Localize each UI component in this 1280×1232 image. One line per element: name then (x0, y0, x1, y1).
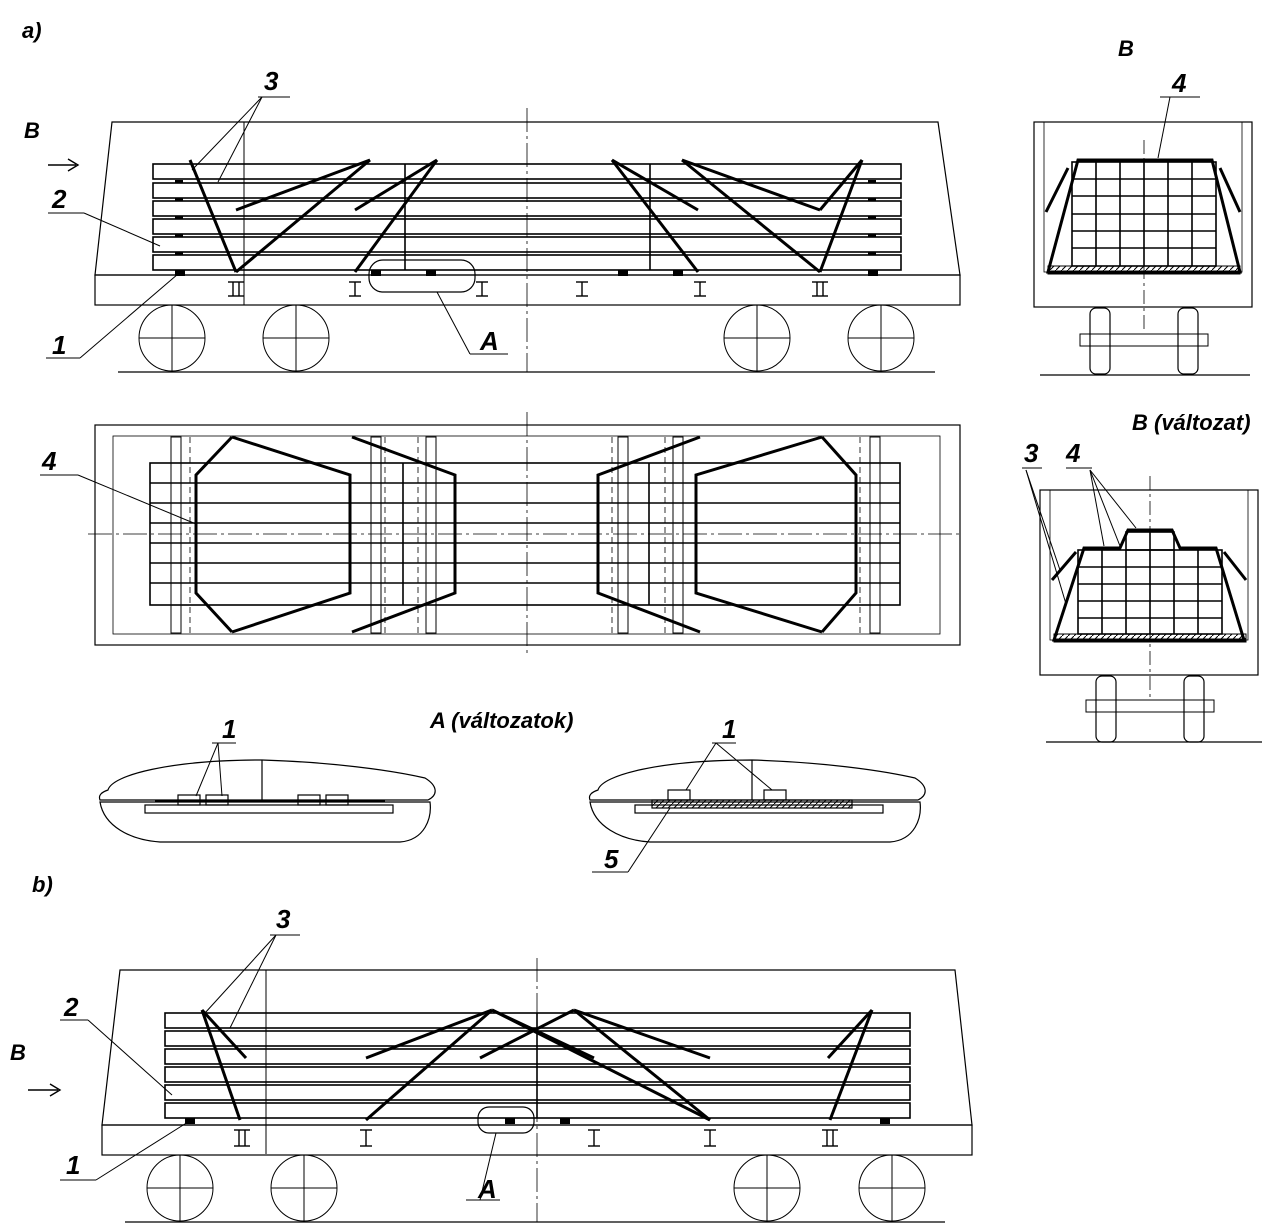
callout-a-bottom: A (478, 1174, 497, 1204)
end-view-b (1033, 96, 1253, 376)
panel-b-label: b) (32, 872, 53, 897)
spacers (175, 180, 878, 276)
view-a-variants-title: A (változatok) (430, 708, 574, 733)
tie-wires (188, 158, 864, 274)
callout-3-end-variant: 3 (1024, 438, 1039, 468)
callout-3-bottom: 3 (276, 904, 291, 934)
callout-2-top: 2 (52, 184, 67, 214)
rail-stack (152, 163, 902, 271)
detail-a-variant-right (588, 742, 926, 873)
rung-marks (228, 281, 828, 297)
rail-bundle-b (1071, 161, 1217, 267)
view-b-title: B (1118, 36, 1134, 61)
callout-4-plan: 4 (42, 446, 57, 476)
callout-1-detail-right: 1 (722, 714, 737, 744)
callout-4-end-b: 4 (1172, 68, 1187, 98)
wagon-side-view-a (46, 96, 961, 373)
callout-1-detail-left: 1 (222, 714, 237, 744)
callout-5-detail-right: 5 (604, 844, 619, 874)
callout-4-end-variant: 4 (1066, 438, 1081, 468)
callout-1-bottom: 1 (66, 1150, 81, 1180)
panel-a-label: a) (22, 18, 42, 43)
wagon-frame (94, 274, 961, 306)
rail-bundle-b-variant (1077, 531, 1223, 635)
end-view-b-variant (1022, 467, 1262, 743)
view-b-variant-title: B (változat) (1132, 410, 1251, 435)
top-tie-wires (194, 435, 858, 634)
top-outer-frame (94, 424, 961, 646)
callout-1-top: 1 (52, 330, 67, 360)
callout-2-bottom: 2 (64, 992, 79, 1022)
callout-3-top: 3 (264, 66, 279, 96)
top-rail-stack (149, 462, 901, 606)
callout-a-top: A (480, 326, 499, 356)
direction-b-bottom: B (10, 1040, 26, 1065)
detail-a-outline (368, 259, 476, 293)
wagon-side-view-b (28, 934, 973, 1223)
cross-beams (170, 436, 881, 634)
detail-a-variant-left (98, 742, 436, 843)
wagon-top-view-a (40, 412, 962, 656)
direction-b-top: B (24, 118, 40, 143)
wheel-set (138, 304, 915, 372)
